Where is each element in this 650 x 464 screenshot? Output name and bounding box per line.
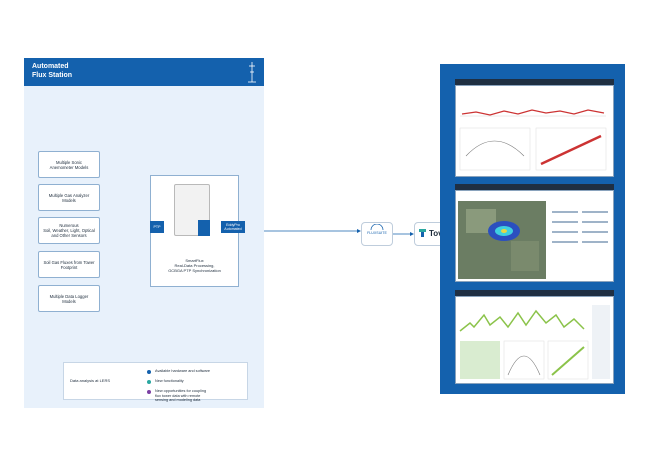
tower-icon bbox=[248, 62, 256, 83]
screenshot-2-footprint-map bbox=[455, 190, 614, 282]
screenshot-2-titlebar bbox=[455, 184, 614, 190]
input-soil-gas-fluxes: Soil Gas Fluxes from Tower Footprint bbox=[38, 251, 100, 278]
screenshot-1-titlebar bbox=[455, 79, 614, 85]
fluxsuite-label: FLUXSUITE bbox=[367, 231, 387, 235]
legend-box bbox=[63, 362, 248, 400]
legend-item-available: Available hardware and software bbox=[155, 369, 211, 373]
screenshot-2-map bbox=[458, 201, 608, 279]
screenshot-3-titlebar bbox=[455, 290, 614, 296]
input-sensors: Numerous Soil, Weather, Light, Optical a… bbox=[38, 217, 100, 244]
screenshot-1-time-series bbox=[455, 85, 614, 177]
fluxsuite-icon bbox=[370, 224, 384, 231]
input-sonic-anemometer: Multiple Sonic Anemometer Models bbox=[38, 151, 100, 178]
smartflux-caption: SmartFlux Real-Data Processing, GCBGA PT… bbox=[168, 258, 221, 273]
legend-item-opportunities: New opportunities for coupling flux towe… bbox=[155, 389, 207, 403]
legend-dot-opportunities bbox=[147, 390, 151, 394]
screenshot-1-plots bbox=[459, 109, 607, 171]
input-gas-analyzer: Multiple Gas Analyzer Models bbox=[38, 184, 100, 211]
tovi-label: Tovi bbox=[429, 229, 445, 238]
smartflux-device-image bbox=[174, 184, 210, 236]
screenshot-3-dashboard bbox=[455, 296, 614, 384]
input-data-logger: Multiple Data Logger Models bbox=[38, 285, 100, 312]
fluxsuite-card bbox=[361, 222, 393, 246]
legend-dot-available bbox=[147, 370, 151, 374]
eddypro-output-tag: EddyPro Automated bbox=[221, 221, 245, 233]
legend-title: Data analysis at LERS bbox=[70, 378, 111, 383]
legend-item-new: New functionality bbox=[155, 379, 184, 383]
legend-dot-new bbox=[147, 380, 151, 384]
smartflux-device-stripe bbox=[198, 220, 210, 236]
flux-station-header bbox=[24, 58, 264, 86]
screenshot-3-charts bbox=[459, 305, 610, 380]
ptp-tag: PTP bbox=[150, 221, 164, 233]
flux-station-title: Automated Flux Station bbox=[32, 63, 73, 79]
tovi-logo-icon bbox=[419, 229, 426, 237]
